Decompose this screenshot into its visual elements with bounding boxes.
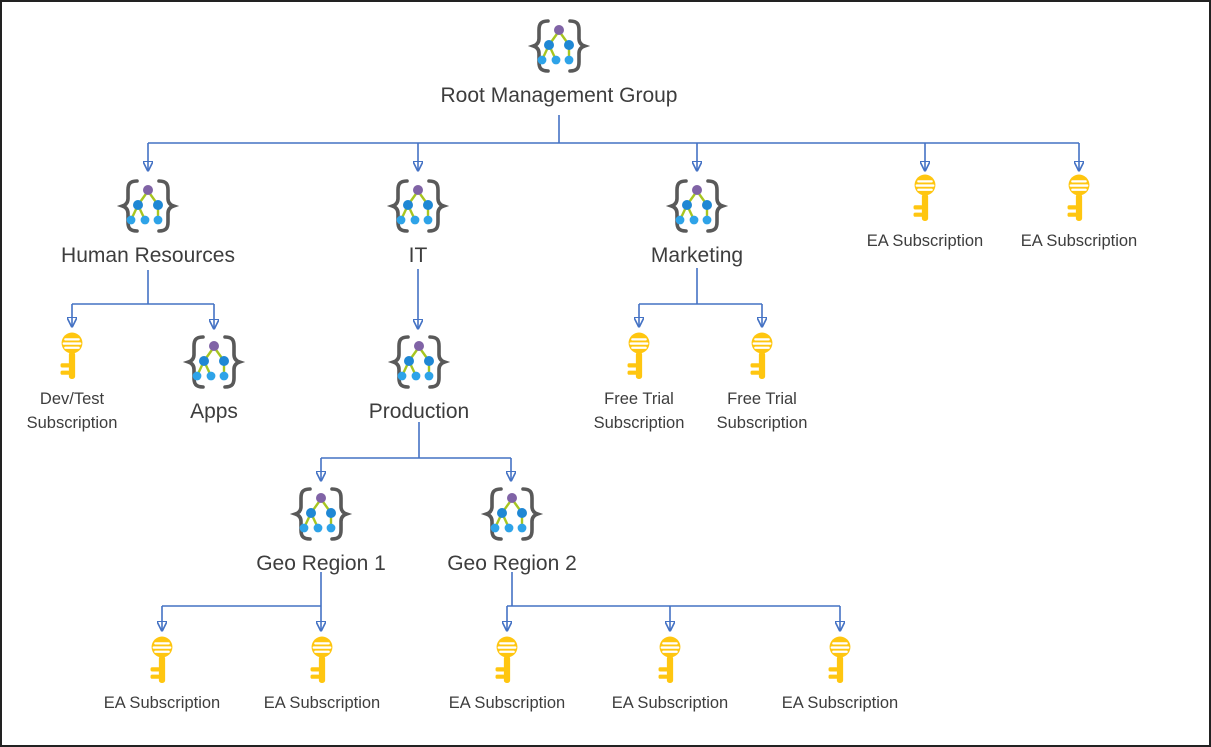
key-icon <box>1061 174 1097 222</box>
node-label: Root Management Group <box>440 84 678 107</box>
node-label: Free Trial Subscription <box>593 390 685 432</box>
node-label: Dev/Test Subscription <box>26 390 118 432</box>
management-group-icon <box>480 486 544 542</box>
node-free-trial-subscription-1: Free Trial Subscription <box>569 332 709 436</box>
node-label: Geo Region 1 <box>256 552 386 575</box>
management-group-icon <box>116 178 180 234</box>
node-label: EA Subscription <box>781 694 899 712</box>
management-group-icon <box>386 178 450 234</box>
management-group-icon <box>387 334 451 390</box>
connector-root-children <box>148 115 1079 170</box>
node-marketing: Marketing <box>577 178 817 268</box>
key-icon <box>304 636 340 684</box>
node-label: EA Subscription <box>1020 232 1138 250</box>
node-label: Geo Region 2 <box>447 552 577 575</box>
key-icon <box>822 636 858 684</box>
node-dev-test-subscription: Dev/Test Subscription <box>2 332 142 436</box>
node-production: Production <box>299 334 539 424</box>
node-label: EA Subscription <box>263 694 381 712</box>
node-ea-subscription-geo1-2: EA Subscription <box>242 636 402 716</box>
connector-production-children <box>321 422 511 480</box>
connector-hr-children <box>72 270 214 328</box>
key-icon <box>744 332 780 380</box>
node-apps: Apps <box>134 334 294 424</box>
management-group-icon <box>527 18 591 74</box>
connector-geo2-children <box>507 572 840 630</box>
key-icon <box>144 636 180 684</box>
node-ea-subscription-geo2-2: EA Subscription <box>590 636 750 716</box>
node-human-resources: Human Resources <box>28 178 268 268</box>
node-label: IT <box>408 244 428 267</box>
node-ea-subscription-geo2-1: EA Subscription <box>427 636 587 716</box>
key-icon <box>652 636 688 684</box>
node-ea-subscription-top-2: EA Subscription <box>999 174 1159 254</box>
management-group-icon <box>665 178 729 234</box>
node-free-trial-subscription-2: Free Trial Subscription <box>692 332 832 436</box>
node-root-management-group: Root Management Group <box>439 18 679 108</box>
key-icon <box>621 332 657 380</box>
node-label: Apps <box>190 400 238 423</box>
node-label: Production <box>368 400 470 423</box>
key-icon <box>907 174 943 222</box>
key-icon <box>54 332 90 380</box>
node-label: EA Subscription <box>448 694 566 712</box>
management-group-icon <box>182 334 246 390</box>
node-geo-region-2: Geo Region 2 <box>412 486 612 576</box>
node-label: EA Subscription <box>866 232 984 250</box>
node-ea-subscription-top-1: EA Subscription <box>845 174 1005 254</box>
node-geo-region-1: Geo Region 1 <box>221 486 421 576</box>
node-label: Human Resources <box>61 244 235 267</box>
node-label: Marketing <box>650 244 744 267</box>
node-label: EA Subscription <box>103 694 221 712</box>
node-ea-subscription-geo2-3: EA Subscription <box>760 636 920 716</box>
node-it: IT <box>298 178 538 268</box>
connector-geo1-children <box>162 572 321 630</box>
node-ea-subscription-geo1-1: EA Subscription <box>82 636 242 716</box>
node-label: Free Trial Subscription <box>716 390 808 432</box>
key-icon <box>489 636 525 684</box>
management-group-icon <box>289 486 353 542</box>
connector-marketing-children <box>639 268 762 326</box>
node-label: EA Subscription <box>611 694 729 712</box>
